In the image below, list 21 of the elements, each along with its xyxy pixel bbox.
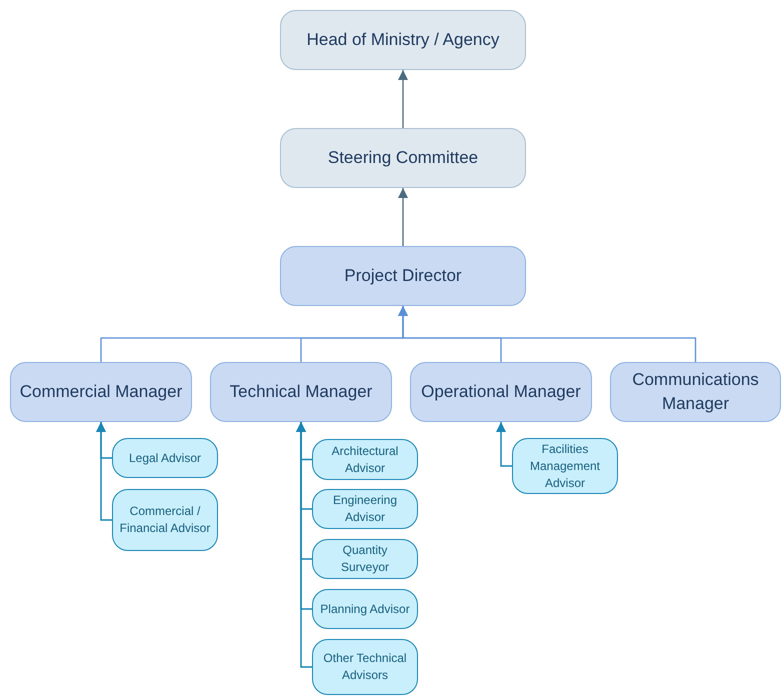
connector-arrow [296, 422, 312, 668]
connector-arrow [496, 422, 512, 467]
advisor-box: Facilities Management Advisor [512, 438, 618, 494]
org-box: Communications Manager [610, 362, 781, 422]
org-box: Operational Manager [410, 362, 592, 422]
connector-arrow [398, 306, 696, 362]
org-box: Head of Ministry / Agency [280, 10, 526, 70]
org-box: Project Director [280, 246, 526, 306]
advisor-box: Quantity Surveyor [312, 539, 418, 579]
advisor-box: Commercial / Financial Advisor [112, 489, 218, 551]
org-box: Technical Manager [210, 362, 392, 422]
org-box: Commercial Manager [10, 362, 192, 422]
advisor-box: Architectural Advisor [312, 439, 418, 480]
advisor-box: Other Technical Advisors [312, 639, 418, 695]
org-box: Steering Committee [280, 128, 526, 188]
advisor-box: Legal Advisor [112, 438, 218, 478]
advisor-box: Engineering Advisor [312, 489, 418, 529]
connector-arrow [96, 422, 112, 521]
connector-arrow [398, 70, 408, 128]
advisor-box: Planning Advisor [312, 589, 418, 629]
connector-arrow [398, 188, 408, 246]
